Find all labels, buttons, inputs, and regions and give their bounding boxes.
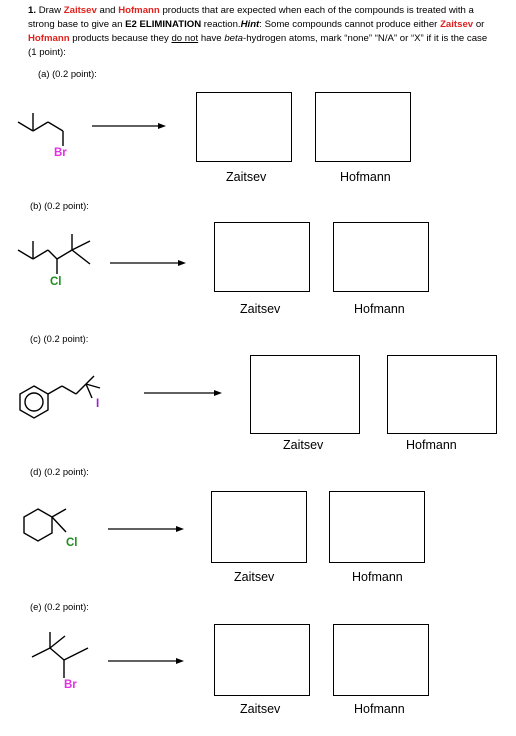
part-a-hofmann-box[interactable] xyxy=(315,92,411,162)
part-a-halogen: Br xyxy=(54,147,67,159)
part-a-zaitsev-box[interactable] xyxy=(196,92,292,162)
part-d-hofmann-label: Hofmann xyxy=(352,570,403,584)
part-d-reaction-arrow xyxy=(108,526,184,532)
question-text-4: : Some compounds cannot produce either xyxy=(259,19,438,30)
part-b-reaction-arrow xyxy=(110,260,186,266)
e2-term: E2 ELIMINATION xyxy=(125,19,202,30)
question-and: and xyxy=(99,5,116,16)
part-b-hofmann-box[interactable] xyxy=(333,222,429,292)
question-text-1: Draw xyxy=(38,5,62,16)
part-c-reaction-arrow xyxy=(144,390,222,396)
part-d-halogen: Cl xyxy=(66,537,78,549)
part-b-halogen: Cl xyxy=(50,276,62,288)
part-b-zaitsev-label: Zaitsev xyxy=(240,302,281,316)
part-e-halogen: Br xyxy=(64,679,77,691)
part-e-reaction-arrow xyxy=(108,658,184,664)
question-text: 1. Draw Zaitsev and Hofmann products tha… xyxy=(28,4,498,60)
part-d-zaitsev-label: Zaitsev xyxy=(234,570,275,584)
part-d-hofmann-box[interactable] xyxy=(329,491,425,563)
part-a-hofmann-label: Hofmann xyxy=(340,170,391,184)
part-c-label: (c) (0.2 point): xyxy=(30,333,89,344)
part-d-label: (d) (0.2 point): xyxy=(30,466,89,477)
part-a-reaction-arrow xyxy=(92,123,166,129)
part-e-hofmann-label: Hofmann xyxy=(354,702,405,716)
hofmann-term-2: Hofmann xyxy=(28,33,70,44)
question-text-2: products that are expected when each of … xyxy=(28,5,474,30)
hint-label: Hint xyxy=(240,19,260,30)
part-c-zaitsev-label: Zaitsev xyxy=(283,438,324,452)
question-text-7: -hydrogen atoms, mark “none” “N/A” or “X… xyxy=(28,33,488,58)
zaitsev-term-2: Zaitsev xyxy=(440,19,474,30)
part-b-hofmann-label: Hofmann xyxy=(354,302,405,316)
question-or: or xyxy=(475,19,485,30)
part-e-hofmann-box[interactable] xyxy=(333,624,429,696)
part-b-zaitsev-box[interactable] xyxy=(214,222,310,292)
question-text-5: products because they xyxy=(72,33,169,44)
zaitsev-term: Zaitsev xyxy=(63,5,97,16)
do-not-term: do not xyxy=(171,33,199,44)
part-a-zaitsev-label: Zaitsev xyxy=(226,170,267,184)
part-c-hofmann-label: Hofmann xyxy=(406,438,457,452)
part-e-label: (e) (0.2 point): xyxy=(30,601,89,612)
question-text-6: have xyxy=(200,33,222,44)
part-a-label: (a) (0.2 point): xyxy=(38,68,97,79)
part-b-label: (b) (0.2 point): xyxy=(30,200,89,211)
part-c-halogen: I xyxy=(96,398,100,410)
question-text-3: reaction. xyxy=(203,19,241,30)
beta-term: beta xyxy=(224,33,243,44)
part-e-zaitsev-box[interactable] xyxy=(214,624,310,696)
part-c-zaitsev-box[interactable] xyxy=(250,355,360,434)
question-number: 1. xyxy=(28,5,37,16)
hofmann-term: Hofmann xyxy=(118,5,160,16)
part-d-zaitsev-box[interactable] xyxy=(211,491,307,563)
part-c-hofmann-box[interactable] xyxy=(387,355,497,434)
part-e-zaitsev-label: Zaitsev xyxy=(240,702,281,716)
